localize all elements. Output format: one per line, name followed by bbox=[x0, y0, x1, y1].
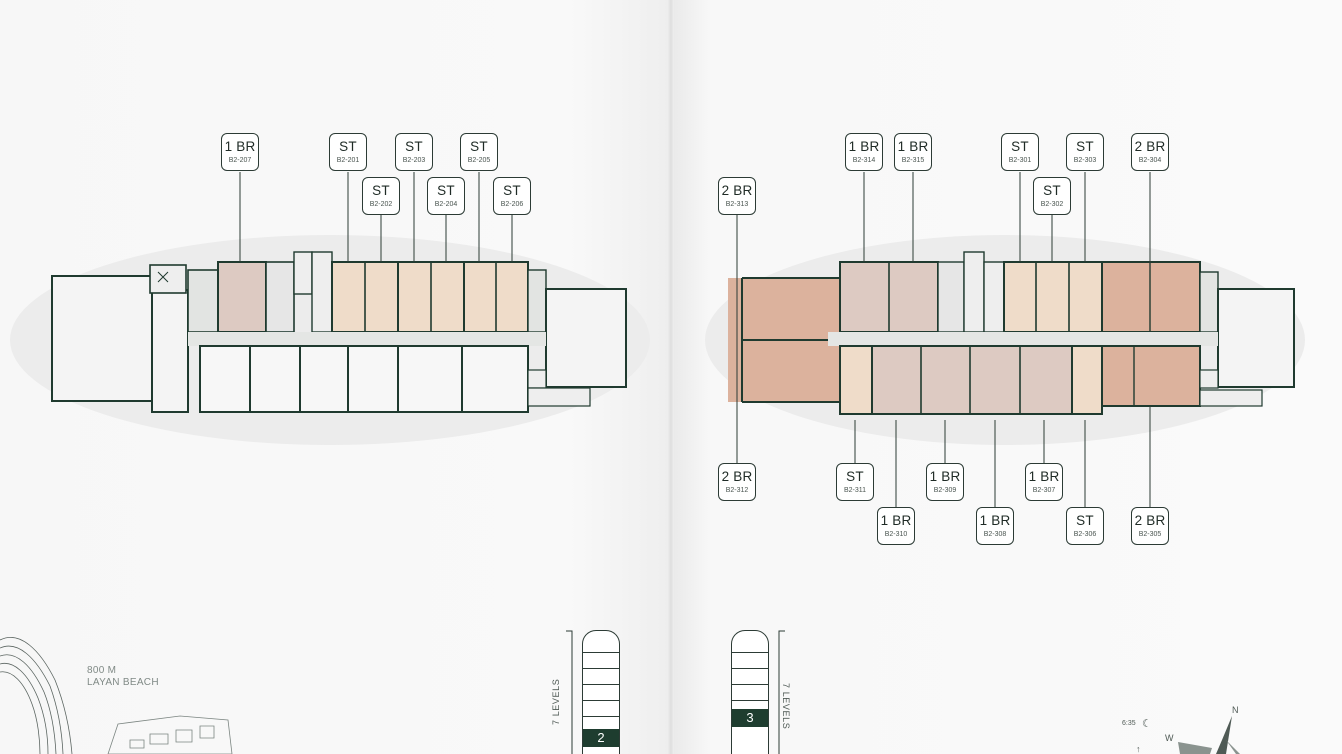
compass-north: N bbox=[1232, 705, 1239, 715]
unit-tag-b2-301[interactable]: ST B2-301 bbox=[1001, 133, 1039, 171]
caption-distance: 800 M bbox=[87, 665, 117, 676]
unit-tag-b2-206[interactable]: ST B2-206 bbox=[493, 177, 531, 215]
unit-type: ST bbox=[372, 183, 390, 198]
unit-tag-b2-314[interactable]: 1 BR B2-314 bbox=[845, 133, 883, 171]
unit-tag-b2-202[interactable]: ST B2-202 bbox=[362, 177, 400, 215]
unit-tag-b2-312[interactable]: 2 BR B2-312 bbox=[718, 463, 756, 501]
unit-tag-b2-304[interactable]: 2 BR B2-304 bbox=[1131, 133, 1169, 171]
unit-tag-b2-302[interactable]: ST B2-302 bbox=[1033, 177, 1071, 215]
unit-code: B2-204 bbox=[434, 201, 458, 208]
floor-row bbox=[732, 669, 768, 685]
current-floor-badge: 2 bbox=[583, 729, 619, 747]
caption-place: LAYAN BEACH bbox=[87, 677, 159, 688]
unit-type: ST bbox=[1076, 139, 1094, 154]
unit-code: B2-202 bbox=[369, 201, 393, 208]
moon-icon: ☾ bbox=[1142, 718, 1152, 730]
unit-code: B2-205 bbox=[467, 157, 491, 164]
current-floor-badge: 3 bbox=[732, 709, 768, 727]
beach-distance-caption: 800 M LAYAN BEACH bbox=[87, 665, 159, 689]
unit-code: B2-306 bbox=[1073, 531, 1097, 538]
unit-code: B2-303 bbox=[1073, 157, 1097, 164]
unit-type: 1 BR bbox=[979, 513, 1011, 528]
unit-tag-b2-310[interactable]: 1 BR B2-310 bbox=[877, 507, 915, 545]
unit-tag-b2-309[interactable]: 1 BR B2-309 bbox=[926, 463, 964, 501]
arrow-up-icon: ↑ bbox=[1136, 744, 1141, 754]
unit-type: 1 BR bbox=[929, 469, 961, 484]
unit-type: ST bbox=[405, 139, 423, 154]
unit-code: B2-305 bbox=[1138, 531, 1162, 538]
floor-row bbox=[583, 669, 619, 685]
unit-tag-b2-313[interactable]: 2 BR B2-313 bbox=[718, 177, 756, 215]
unit-type: 2 BR bbox=[1134, 513, 1166, 528]
unit-code: B2-304 bbox=[1138, 157, 1162, 164]
unit-type: ST bbox=[846, 469, 864, 484]
unit-code: B2-207 bbox=[228, 157, 252, 164]
floor-stack-left[interactable]: 2 bbox=[582, 630, 620, 754]
unit-code: B2-308 bbox=[983, 531, 1007, 538]
unit-type: 1 BR bbox=[848, 139, 880, 154]
unit-type: 2 BR bbox=[721, 469, 753, 484]
unit-type: ST bbox=[1076, 513, 1094, 528]
unit-type: 1 BR bbox=[224, 139, 256, 154]
unit-code: B2-310 bbox=[884, 531, 908, 538]
unit-type: 1 BR bbox=[880, 513, 912, 528]
compass-west: W bbox=[1165, 733, 1174, 743]
levels-label: 7 LEVELS bbox=[781, 683, 791, 730]
floor-row bbox=[583, 653, 619, 669]
unit-type: 2 BR bbox=[721, 183, 753, 198]
unit-tag-b2-203[interactable]: ST B2-203 bbox=[395, 133, 433, 171]
unit-code: B2-201 bbox=[336, 157, 360, 164]
unit-code: B2-315 bbox=[901, 157, 925, 164]
unit-code: B2-311 bbox=[843, 487, 867, 494]
floor-row bbox=[583, 685, 619, 701]
floor-row bbox=[583, 631, 619, 653]
unit-type: ST bbox=[1043, 183, 1061, 198]
unit-type: 2 BR bbox=[1134, 139, 1166, 154]
unit-code: B2-312 bbox=[725, 487, 749, 494]
unit-tag-b2-315[interactable]: 1 BR B2-315 bbox=[894, 133, 932, 171]
unit-code: B2-314 bbox=[852, 157, 876, 164]
unit-type: ST bbox=[339, 139, 357, 154]
unit-type: ST bbox=[437, 183, 455, 198]
floor-stack-right[interactable]: 3 bbox=[731, 630, 769, 754]
unit-code: B2-313 bbox=[725, 201, 749, 208]
unit-code: B2-206 bbox=[500, 201, 524, 208]
unit-tag-b2-311[interactable]: ST B2-311 bbox=[836, 463, 874, 501]
unit-type: 1 BR bbox=[897, 139, 929, 154]
unit-tag-b2-305[interactable]: 2 BR B2-305 bbox=[1131, 507, 1169, 545]
floor-row bbox=[732, 685, 768, 701]
contour-map-lines bbox=[0, 637, 73, 754]
unit-code: B2-302 bbox=[1040, 201, 1064, 208]
floor-row bbox=[732, 631, 768, 653]
unit-tag-b2-204[interactable]: ST B2-204 bbox=[427, 177, 465, 215]
page-gutter bbox=[668, 0, 674, 754]
unit-tag-b2-307[interactable]: 1 BR B2-307 bbox=[1025, 463, 1063, 501]
unit-tag-b2-308[interactable]: 1 BR B2-308 bbox=[976, 507, 1014, 545]
unit-type: ST bbox=[503, 183, 521, 198]
sunrise-time: 6:35 bbox=[1122, 720, 1136, 727]
right-leader-lines bbox=[736, 172, 1151, 507]
unit-tag-b2-205[interactable]: ST B2-205 bbox=[460, 133, 498, 171]
unit-code: B2-307 bbox=[1032, 487, 1056, 494]
site-map-outline bbox=[107, 715, 233, 754]
unit-type: ST bbox=[470, 139, 488, 154]
floor-row bbox=[583, 701, 619, 717]
unit-tag-b2-303[interactable]: ST B2-303 bbox=[1066, 133, 1104, 171]
unit-tag-b2-201[interactable]: ST B2-201 bbox=[329, 133, 367, 171]
left-leader-lines bbox=[239, 172, 513, 262]
unit-code: B2-203 bbox=[402, 157, 426, 164]
unit-type: 1 BR bbox=[1028, 469, 1060, 484]
unit-code: B2-301 bbox=[1008, 157, 1032, 164]
unit-type: ST bbox=[1011, 139, 1029, 154]
unit-tag-b2-306[interactable]: ST B2-306 bbox=[1066, 507, 1104, 545]
right-floor-plan bbox=[728, 251, 1295, 415]
unit-tag-b2-207[interactable]: 1 BR B2-207 bbox=[221, 133, 259, 171]
left-floor-plan bbox=[51, 251, 627, 413]
floor-row bbox=[732, 653, 768, 669]
unit-code: B2-309 bbox=[933, 487, 957, 494]
compass-rose-icon bbox=[1178, 716, 1240, 754]
